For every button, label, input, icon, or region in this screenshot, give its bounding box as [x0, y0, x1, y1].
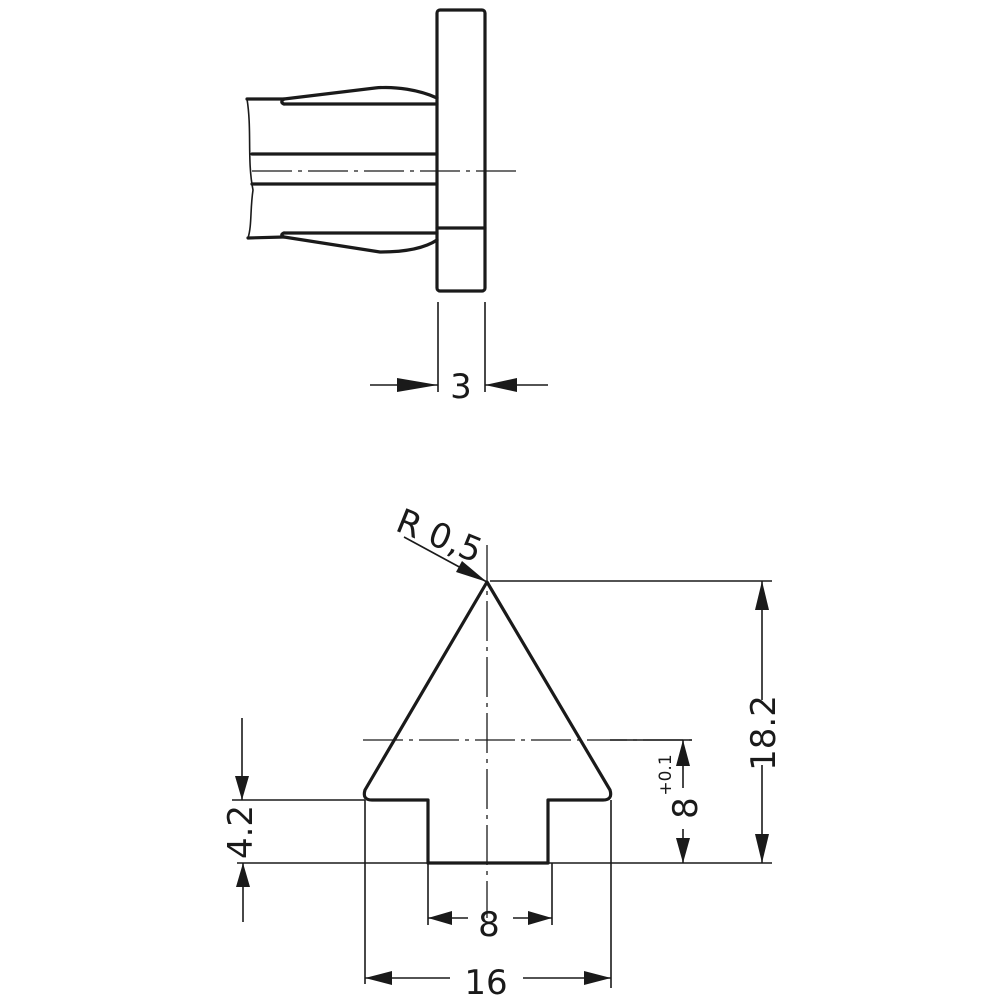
arrow-down-icon — [755, 834, 769, 863]
arrow-right-icon — [397, 378, 438, 392]
front-view: R 0,5 18.2 8 +0.1 4.2 8 16 — [221, 501, 784, 1000]
dim-total-height: 18.2 — [744, 695, 784, 771]
dim-shoulder-height: 8 — [666, 797, 706, 819]
arrow-left-icon — [485, 378, 517, 392]
dim-flange-thickness: 3 — [450, 367, 472, 407]
dim-tip-radius: R 0,5 — [391, 501, 488, 571]
dim-total-width: 16 — [464, 963, 507, 1000]
arrow-profile — [362, 580, 613, 865]
arrow-up-icon — [755, 581, 769, 610]
flange — [435, 8, 487, 293]
dim-stem-height: 4.2 — [221, 805, 261, 859]
side-view: 3 — [245, 8, 548, 407]
upper-clip-outer — [282, 85, 439, 101]
lower-clip-outer — [282, 235, 439, 254]
dim-shoulder-tolerance: +0.1 — [656, 754, 676, 795]
break-line — [246, 98, 254, 239]
dim-stem-width: 8 — [478, 905, 500, 945]
